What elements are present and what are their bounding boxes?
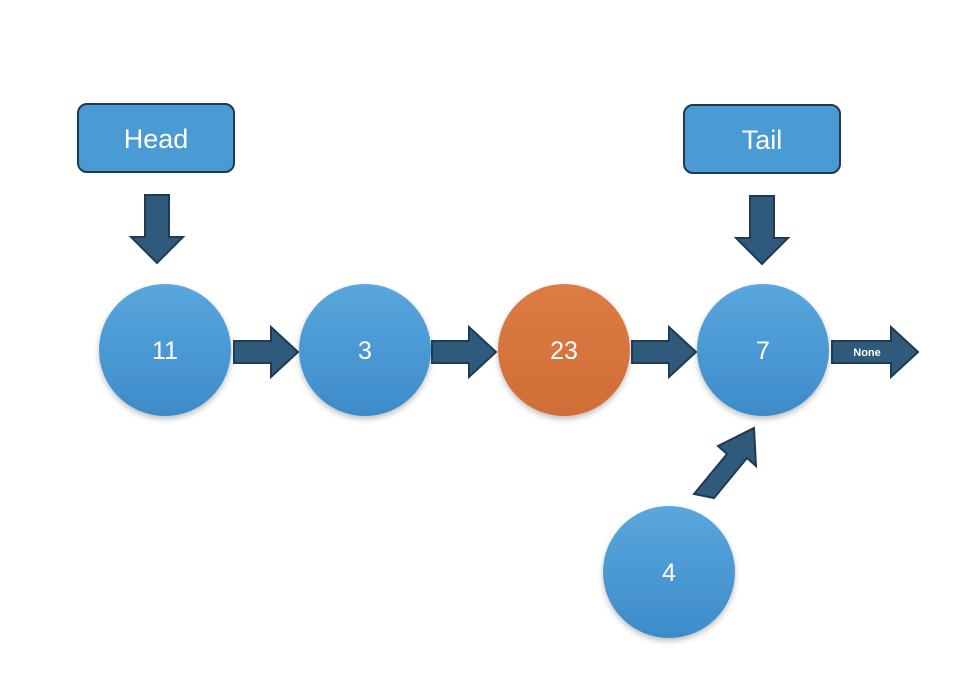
node-circle	[99, 284, 231, 416]
node-circle	[603, 506, 735, 638]
next-arrow	[431, 324, 498, 380]
list-node: 11	[99, 284, 231, 416]
node-value: 23	[550, 337, 578, 365]
tail-box	[683, 104, 841, 174]
highlighted-list-node: 23	[498, 284, 630, 416]
list-node: 3	[299, 284, 431, 416]
node-value: 11	[152, 337, 178, 365]
new-list-node: 4	[603, 506, 735, 638]
head-down-arrow	[128, 194, 186, 265]
terminator-arrow: None	[831, 324, 920, 380]
node-value: 3	[358, 337, 372, 365]
head-box	[77, 103, 235, 173]
node-value: 4	[662, 559, 676, 587]
head-label: Head	[124, 124, 189, 154]
next-arrow	[631, 324, 698, 380]
tail-down-arrow	[733, 195, 791, 266]
head-pointer: Head	[77, 103, 235, 265]
new-node-arrow	[692, 426, 758, 500]
node-circle	[498, 284, 630, 416]
tail-pointer: Tail	[683, 104, 841, 266]
tail-label: Tail	[742, 125, 783, 155]
none-arrow-shape	[831, 324, 920, 380]
node-circle	[697, 284, 829, 416]
node-value: 7	[756, 337, 770, 365]
next-arrow	[233, 324, 300, 380]
none-label: None	[853, 347, 881, 359]
node-circle	[299, 284, 431, 416]
tail-list-node: 7	[697, 284, 829, 416]
